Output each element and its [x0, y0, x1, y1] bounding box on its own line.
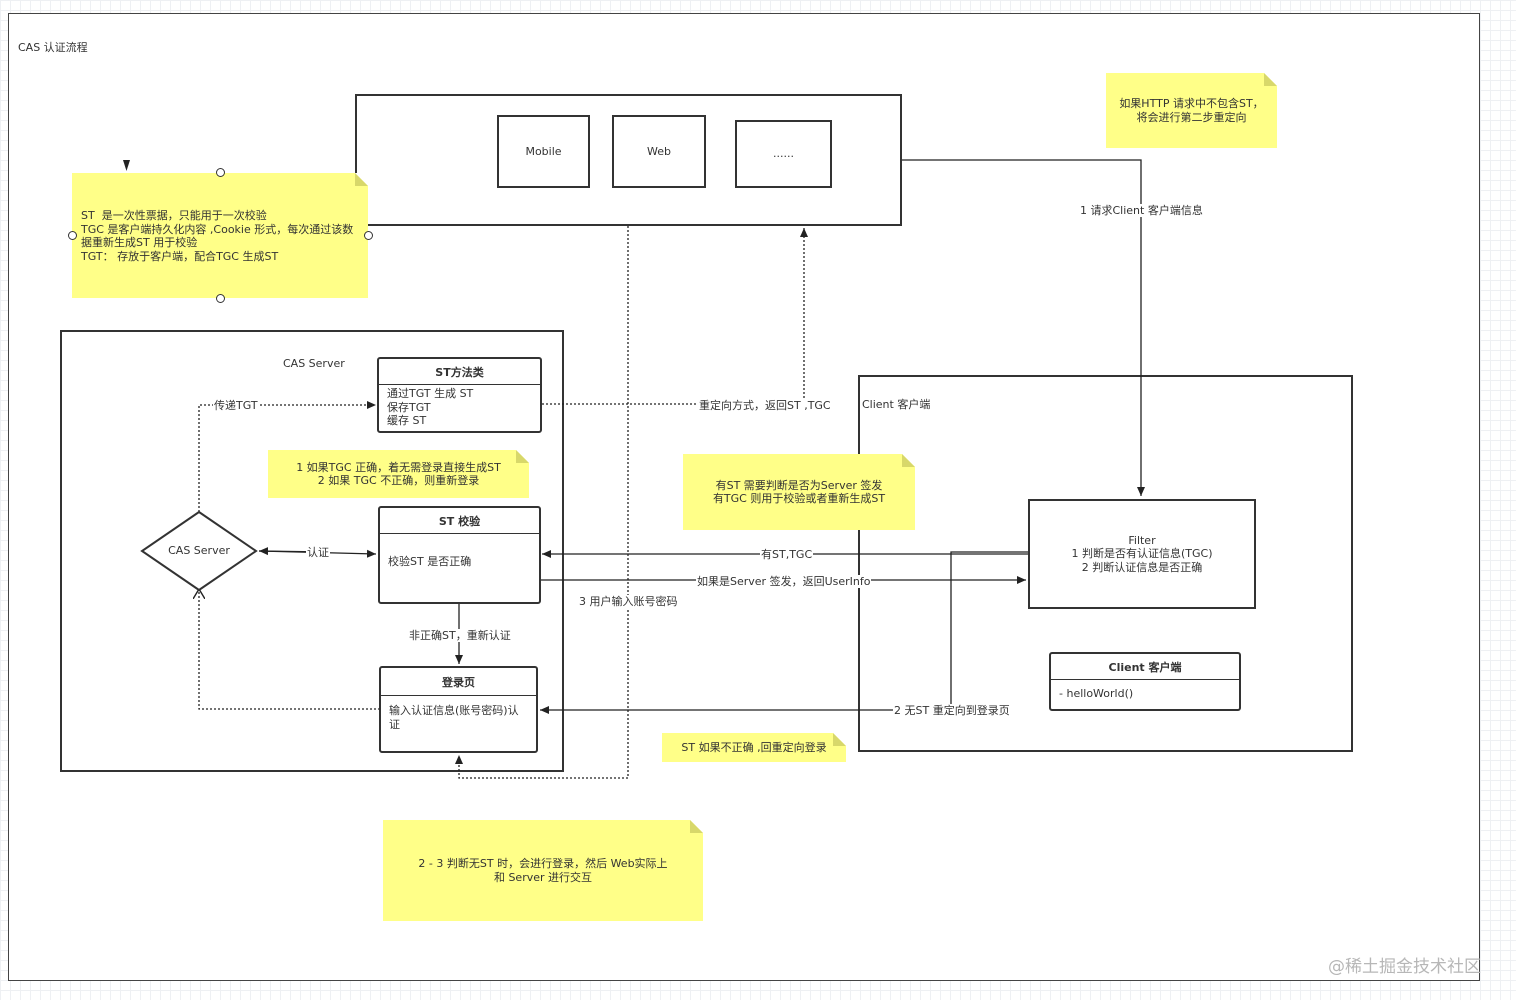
cas-server-diamond-label: CAS Server [168, 544, 230, 558]
client-mobile-box[interactable]: Mobile [497, 115, 590, 188]
login-page-title: 登录页 [381, 668, 536, 696]
note-has-st[interactable]: 有ST 需要判断是否为Server 签发 有TGC 则用于校验或者重新生成ST [683, 454, 915, 530]
note-step-23[interactable]: 2 - 3 判断无ST 时，会进行登录，然后 Web实际上 和 Server 进… [383, 820, 703, 921]
note-http-no-st[interactable]: 如果HTTP 请求中不包含ST， 将会进行第二步重定向 [1106, 73, 1277, 148]
label-has-st-tgc: 有ST,TGC [760, 548, 814, 561]
edge-redirect-st [542, 228, 808, 405]
st-methods-class[interactable]: ST方法类 通过TGT 生成 ST 保存TGT 缓存 ST [377, 357, 542, 433]
client-class[interactable]: Client 客户端 - helloWorld() [1049, 652, 1241, 711]
resize-handle-left[interactable] [68, 231, 77, 240]
filter-box[interactable]: Filter 1 判断是否有认证信息(TGC) 2 判断认证信息是否正确 [1028, 499, 1256, 609]
client-class-body: - helloWorld() [1059, 687, 1134, 700]
note-tgc-correct-text: 1 如果TGC 正确，着无需登录直接生成ST 2 如果 TGC 不正确，则重新登… [296, 460, 501, 488]
edge-pass-tgt [198, 401, 376, 512]
label-wrong-st: 非正确ST，重新认证 [408, 629, 512, 642]
resize-handle-bottom[interactable] [216, 294, 225, 303]
st-methods-body: 通过TGT 生成 ST 保存TGT 缓存 ST [387, 387, 474, 427]
cas-server-diamond-shape [140, 510, 258, 592]
note-has-st-text: 有ST 需要判断是否为Server 签发 有TGC 则用于校验或者重新生成ST [712, 478, 886, 506]
label-no-st-redirect: 2 无ST 重定向到登录页 [893, 704, 1011, 717]
diagram-title: CAS 认证流程 [18, 41, 88, 54]
st-verify-title: ST 校验 [380, 508, 539, 534]
client-other-box[interactable]: ...... [735, 120, 832, 188]
note-st-wrong-text: ST 如果不正确 ,回重定向登录 [681, 740, 827, 754]
edge-request-client [902, 159, 1145, 496]
watermark: @稀土掘金技术社区 [1328, 957, 1481, 977]
edge-no-st-redirect [540, 551, 1028, 714]
note-st-wrong[interactable]: ST 如果不正确 ,回重定向登录 [662, 733, 846, 762]
client-container-label: Client 客户端 [862, 398, 931, 411]
label-user-input: 3 用户输入账号密码 [578, 595, 679, 608]
login-page-body: 输入认证信息(账号密码)认 证 [389, 704, 519, 731]
st-verify-class[interactable]: ST 校验 校验ST 是否正确 [378, 506, 541, 604]
note-st-explain[interactable]: ST 是一次性票据，只能用于一次校验 TGC 是客户端持久化内容 ,Cookie… [72, 173, 368, 298]
client-web-box[interactable]: Web [612, 115, 706, 188]
label-auth: 认证 [306, 546, 330, 559]
note-step-23-text: 2 - 3 判断无ST 时，会进行登录，然后 Web实际上 和 Server 进… [418, 857, 668, 884]
label-redirect-st: 重定向方式，返回ST ,TGC [698, 399, 832, 412]
st-methods-title: ST方法类 [379, 359, 540, 385]
filter-text: Filter 1 判断是否有认证信息(TGC) 2 判断认证信息是否正确 [1071, 533, 1213, 574]
label-request-client: 1 请求Client 客户端信息 [1079, 204, 1204, 217]
resize-handle-right[interactable] [364, 231, 373, 240]
st-verify-body: 校验ST 是否正确 [388, 555, 472, 568]
edge-user-input [455, 226, 629, 779]
edge-login-to-diamond [199, 589, 380, 710]
label-pass-tgt: 传递TGT [213, 399, 259, 412]
client-class-title: Client 客户端 [1051, 654, 1239, 680]
label-server-signed: 如果是Server 签发，返回UserInfo [696, 575, 872, 588]
login-page-class[interactable]: 登录页 输入认证信息(账号密码)认 证 [379, 666, 538, 753]
note-tgc-correct[interactable]: 1 如果TGC 正确，着无需登录直接生成ST 2 如果 TGC 不正确，则重新登… [268, 450, 529, 498]
cas-server-container-label: CAS Server [283, 357, 345, 370]
note-st-explain-text: ST 是一次性票据，只能用于一次校验 TGC 是客户端持久化内容 ,Cookie… [81, 209, 354, 263]
resize-handle-top[interactable] [216, 168, 225, 177]
note-http-no-st-text: 如果HTTP 请求中不包含ST， 将会进行第二步重定向 [1119, 97, 1264, 124]
